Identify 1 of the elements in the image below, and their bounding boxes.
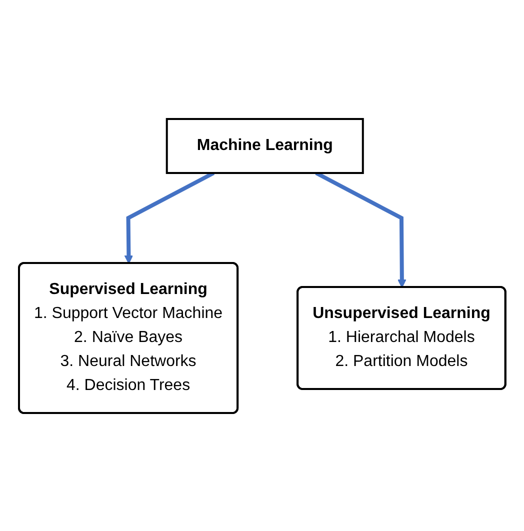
node-box: Machine Learning bbox=[166, 118, 364, 174]
